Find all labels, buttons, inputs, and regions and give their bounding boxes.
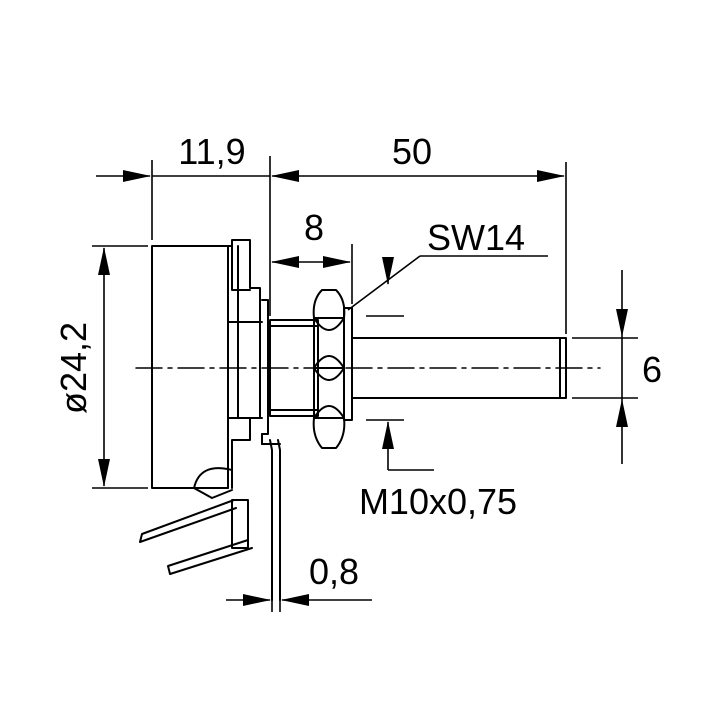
label-washer-thickness: 0,8 (309, 551, 359, 592)
label-body-diameter: ø24,2 (53, 322, 94, 414)
solder-pins (139, 467, 253, 575)
label-shaft-length: 50 (392, 131, 432, 172)
washer (261, 439, 281, 601)
label-shaft-diameter: 6 (642, 349, 662, 390)
label-thread: M10x0,75 (359, 481, 517, 522)
label-body-depth: 11,9 (178, 131, 245, 172)
potentiometer-body (151, 245, 229, 489)
dimension-wrench-size (347, 255, 548, 471)
label-wrench-size: SW14 (427, 217, 525, 258)
mounting-frame (227, 239, 269, 489)
extension-lines (92, 156, 638, 612)
dimension-labels: 11,9 50 8 SW14 6 M10x0,75 0,8 ø24,2 (53, 131, 662, 592)
label-bushing-length: 8 (304, 207, 324, 248)
hex-nut (312, 289, 353, 449)
